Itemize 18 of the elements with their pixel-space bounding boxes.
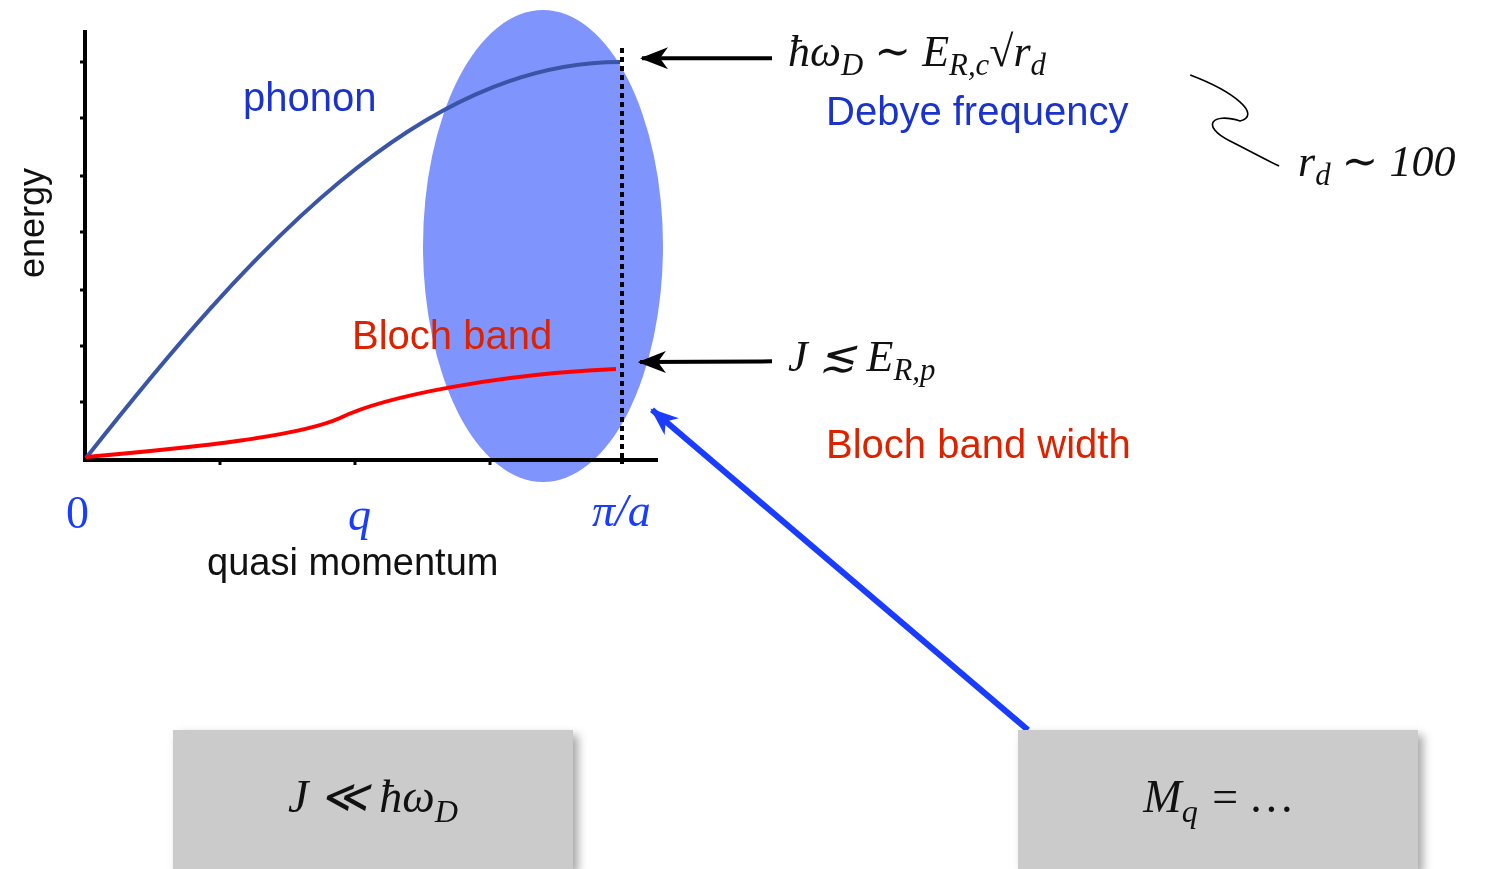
formula: J ≲ E$_{R,p}$: [787, 333, 936, 389]
formula-box: J ≪ ħω$_{D}$: [173, 730, 573, 869]
formula: ħω$_{D}$ ∼ E$_{R,c}$√r$_{d}$: [787, 28, 1046, 84]
curve-label: Bloch band: [352, 313, 553, 357]
caption-text: Debye frequency: [825, 89, 1129, 134]
squiggle-connector: [1189, 74, 1280, 167]
formula-box: M$_{q}$ = …: [1018, 730, 1418, 869]
axis-tick-label: 0: [66, 488, 89, 539]
axis-title: quasi momentum: [207, 542, 499, 584]
axis-title: energy: [12, 167, 52, 278]
formula: r$_{d}$ ∼ 100: [1298, 138, 1456, 194]
axis-tick-label: π/a: [592, 486, 651, 537]
axis-tick-label: q: [348, 490, 371, 541]
arrow: [650, 407, 1030, 733]
arrow: [640, 47, 772, 70]
curve-label: phonon: [243, 75, 377, 119]
caption-text: Bloch band width: [825, 422, 1131, 467]
arrow: [637, 350, 772, 373]
